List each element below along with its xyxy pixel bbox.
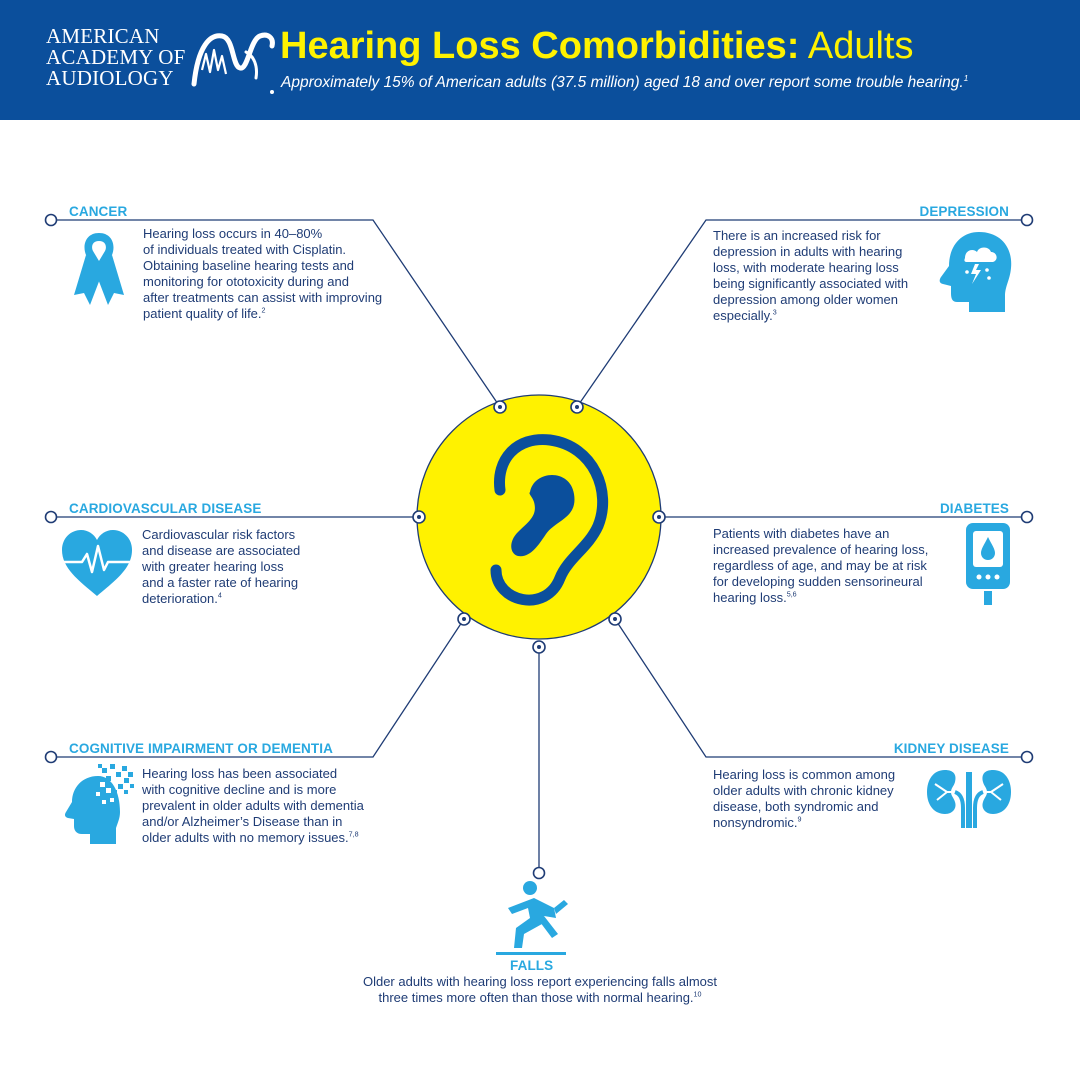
text-line-content: older adults with no memory issues. (142, 830, 349, 845)
text-line: and a faster rate of hearing (142, 575, 299, 590)
text-line: especially.3 (713, 308, 943, 324)
depression-text: There is an increased risk for depressio… (713, 228, 943, 324)
diabetes-text: Patients with diabetes have an increased… (713, 526, 963, 606)
text-line: Hearing loss occurs in 40–80% (143, 226, 323, 241)
cancer-text: Hearing loss occurs in 40–80% of individ… (143, 226, 413, 322)
glucose-meter-icon (966, 523, 1010, 605)
logo-line: AUDIOLOGY (46, 66, 174, 90)
text-line: older adults with chronic kidney (713, 783, 894, 798)
text-line-content: hearing loss. (713, 590, 787, 605)
ref-mark: 7,8 (348, 830, 359, 839)
heart-pulse-icon (62, 530, 132, 596)
endpoint-dot (1020, 510, 1034, 524)
logo-line: ACADEMY OF (46, 45, 186, 69)
text-line: Hearing loss is common among (713, 767, 896, 782)
text-line: with greater hearing loss (142, 559, 284, 574)
connector-kidney (614, 618, 1027, 758)
ref-mark: 4 (217, 591, 222, 600)
endpoint-dot (532, 866, 546, 880)
cardio-text: Cardiovascular risk factors and disease … (142, 527, 342, 607)
ref-mark: 9 (797, 815, 802, 824)
falling-person-icon (496, 881, 568, 955)
text-line-content: deterioration. (142, 591, 218, 606)
cancer-heading: CANCER (69, 204, 128, 219)
text-line: monitoring for ototoxicity during and (143, 274, 349, 289)
connector-cognitive (51, 618, 465, 758)
head-pixels-icon (64, 764, 134, 844)
title-light: Adults (799, 25, 914, 67)
text-line: depression among older women (713, 292, 898, 307)
text-line-content: patient quality of life. (143, 306, 262, 321)
text-line: Older adults with hearing loss report ex… (362, 974, 718, 989)
diabetes-heading: DIABETES (939, 501, 1009, 516)
endpoint-dot (44, 510, 58, 524)
falls-text: Older adults with hearing loss report ex… (290, 974, 790, 1006)
header-banner: AMERICAN ACADEMY OF AUDIOLOGY Hearing Lo… (0, 0, 1080, 120)
text-line: older adults with no memory issues.7,8 (142, 830, 402, 846)
page-subtitle: Approximately 15% of American adults (37… (281, 74, 968, 92)
cardio-heading: CARDIOVASCULAR DISEASE (69, 501, 262, 516)
text-line: patient quality of life.2 (143, 306, 413, 322)
title-bold: Hearing Loss Comorbidities: (280, 25, 800, 67)
text-line: prevalent in older adults with dementia (142, 798, 364, 813)
text-line: hearing loss.5,6 (713, 590, 963, 606)
head-storm-icon (939, 232, 1012, 312)
logo-text: AMERICAN ACADEMY OF AUDIOLOGY (46, 26, 185, 89)
text-line-content: especially. (713, 308, 773, 323)
ref-mark: 2 (261, 306, 266, 315)
ear-icon (490, 434, 609, 606)
text-line: three times more often than those with n… (290, 990, 790, 1006)
endpoint-dot (44, 750, 58, 764)
subtitle-ref: 1 (963, 72, 969, 83)
text-line: increased prevalence of hearing loss, (713, 542, 929, 557)
endpoint-dot (1020, 213, 1034, 227)
text-line: and disease are associated (142, 543, 301, 558)
endpoint-dot (1020, 750, 1034, 764)
logo-wave-icon (191, 32, 275, 94)
text-line: Obtaining baseline hearing tests and (143, 258, 355, 273)
kidney-text: Hearing loss is common among older adult… (713, 767, 923, 831)
connector-cancer (51, 219, 501, 408)
ribbon-icon (74, 233, 124, 305)
depression-heading: DEPRESSION (919, 204, 1009, 219)
text-line: of individuals treated with Cisplatin. (143, 242, 347, 257)
text-line: after treatments can assist with improvi… (143, 290, 383, 305)
cognitive-heading: COGNITIVE IMPAIRMENT OR DEMENTIA (69, 741, 333, 756)
text-line: and/or Alzheimer’s Disease than in (142, 814, 343, 829)
text-line-content: three times more often than those with n… (378, 990, 694, 1005)
connector-depression (576, 219, 1027, 408)
text-line: regardless of age, and may be at risk (713, 558, 927, 573)
text-line: for developing sudden sensorineural (713, 574, 923, 589)
ref-mark: 10 (693, 990, 702, 999)
text-line: Cardiovascular risk factors (142, 527, 296, 542)
text-line: Patients with diabetes have an (713, 526, 890, 541)
falls-heading: FALLS (510, 958, 554, 973)
ref-mark: 5,6 (786, 590, 797, 599)
text-line: being significantly associated with (713, 276, 909, 291)
text-line: disease, both syndromic and (713, 799, 879, 814)
logo-line: AMERICAN (46, 24, 160, 48)
text-line: nonsyndromic.9 (713, 815, 923, 831)
text-line: There is an increased risk for (713, 228, 881, 243)
page-title: Hearing Loss Comorbidities: Adults (280, 24, 913, 68)
aaa-logo: AMERICAN ACADEMY OF AUDIOLOGY (46, 26, 276, 98)
kidneys-icon (927, 770, 1011, 828)
ref-mark: 3 (772, 308, 777, 317)
kidney-heading: KIDNEY DISEASE (893, 741, 1009, 756)
subtitle-text: Approximately 15% of American adults (37… (281, 74, 964, 91)
text-line: Hearing loss has been associated (142, 766, 338, 781)
text-line-content: nonsyndromic. (713, 815, 798, 830)
cognitive-text: Hearing loss has been associated with co… (142, 766, 402, 846)
text-line: deterioration.4 (142, 591, 342, 607)
text-line: with cognitive decline and is more (142, 782, 337, 797)
endpoint-dot (44, 213, 58, 227)
text-line: depression in adults with hearing (713, 244, 903, 259)
text-line: loss, with moderate hearing loss (713, 260, 899, 275)
